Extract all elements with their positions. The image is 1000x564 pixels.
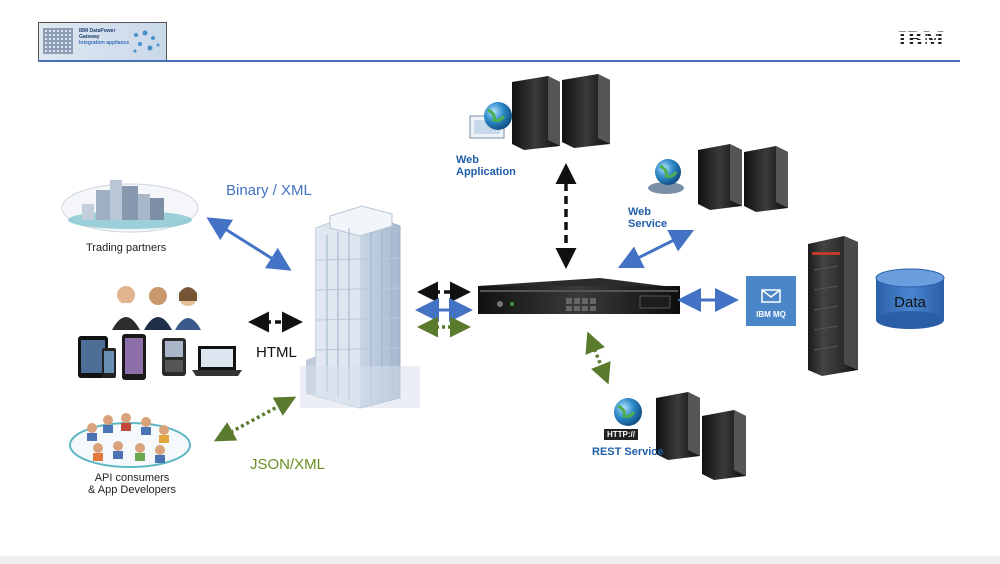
mainframe-rack-icon <box>808 236 858 376</box>
label-data: Data <box>894 294 926 311</box>
database-icon <box>875 268 945 329</box>
arrow-binary-xml <box>206 217 292 271</box>
rest-service-servers-icon <box>656 392 746 480</box>
ibm-mq-icon <box>746 276 796 326</box>
label-api-consumers: API consumers & App Developers <box>82 472 182 496</box>
enterprise-building-icon <box>300 205 420 409</box>
label-web-service: Web Service <box>628 206 667 230</box>
globe-icon-webapp <box>484 102 512 130</box>
label-html: HTML <box>256 344 297 361</box>
banner-grid-icon <box>43 28 73 54</box>
ibm-logo: IBM <box>898 26 945 51</box>
label-web-application-line1: Web <box>456 154 480 166</box>
label-web-application: Web Application <box>456 154 516 178</box>
globe-icon-rest <box>614 398 642 426</box>
label-web-service-line2: Service <box>628 218 668 230</box>
banner-line-1: IBM DataPower <box>79 28 116 34</box>
globe-icon-webservice <box>648 159 684 194</box>
web-service-servers-icon <box>698 144 788 212</box>
label-api-consumers-line2: & App Developers <box>87 484 177 496</box>
label-json-xml: JSON/XML <box>250 456 326 473</box>
label-web-application-line2: Application <box>456 166 516 178</box>
label-trading-partners: Trading partners <box>86 242 167 254</box>
header-banner: IBM DataPower Gateway Integration applia… <box>38 22 167 61</box>
datapower-appliance-icon <box>478 278 680 314</box>
label-binary-xml: Binary / XML <box>226 182 312 199</box>
users-icon <box>112 286 201 330</box>
banner-text: IBM DataPower Gateway Integration applia… <box>79 28 129 46</box>
api-consumers-icon <box>69 413 191 468</box>
label-rest-service: REST Service <box>592 446 664 458</box>
label-api-consumers-line1: API consumers <box>94 472 170 484</box>
arrow-rest-service <box>585 331 611 385</box>
arrow-web-service <box>617 229 695 269</box>
label-ibm-mq: IBM MQ <box>756 310 786 319</box>
banner-dots-icon <box>131 29 161 55</box>
devices-icon <box>78 334 242 380</box>
footer-band <box>0 556 1000 564</box>
arrow-json-xml <box>213 396 297 442</box>
header-rule <box>38 60 960 62</box>
banner-line-3: Integration appliance <box>79 40 130 46</box>
http-badge: HTTP:// <box>604 429 638 440</box>
trading-partners-icon <box>61 180 199 233</box>
banner-line-2: Gateway <box>79 34 100 40</box>
label-web-service-line1: Web <box>628 206 652 218</box>
